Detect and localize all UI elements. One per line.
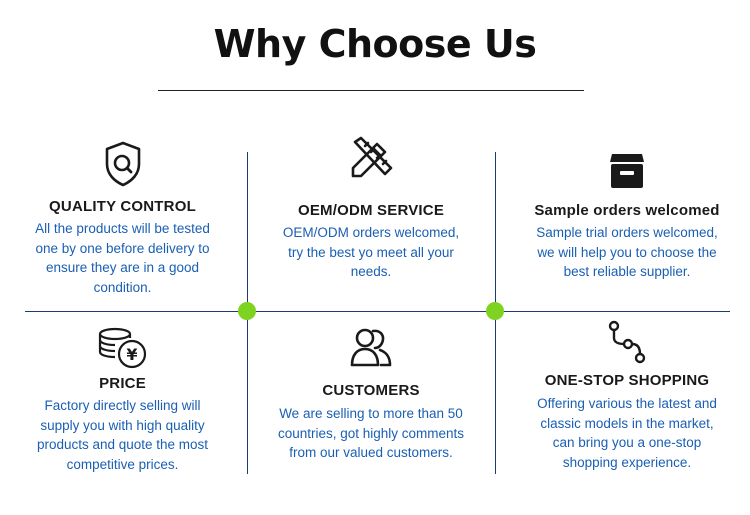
svg-text:¥: ¥ [126, 345, 137, 364]
users-icon [350, 328, 392, 367]
grid-junction-dot-right [486, 302, 504, 320]
archive-box-icon [610, 154, 644, 188]
feature-customers: CUSTOMERS We are selling to more than 50… [258, 326, 484, 463]
route-icon [608, 320, 646, 364]
feature-title: OEM/ODM SERVICE [297, 202, 445, 219]
title-divider [158, 90, 584, 91]
feature-description: Factory directly selling will supply you… [36, 398, 209, 472]
feature-oem-odm-service: OEM/ODM SERVICE OEM/ODM orders welcomed,… [258, 134, 484, 282]
feature-price: ¥ PRICE Factory directly selling will su… [10, 327, 235, 474]
feature-one-stop-shopping: ONE-STOP SHOPPING Offering various the l… [512, 318, 742, 472]
feature-title: Sample orders welcomed [534, 202, 720, 219]
feature-description: Sample trial orders welcomed, we will he… [536, 225, 718, 279]
grid-horizontal-line [25, 311, 730, 312]
feature-quality-control: QUALITY CONTROL All the products will be… [10, 140, 235, 297]
pencil-ruler-icon [351, 136, 393, 178]
feature-title: ONE-STOP SHOPPING [544, 372, 710, 389]
coins-yen-icon: ¥ [98, 327, 146, 369]
grid-junction-dot-left [238, 302, 256, 320]
feature-title: QUALITY CONTROL [49, 198, 196, 215]
feature-title: PRICE [99, 375, 146, 392]
feature-description: OEM/ODM orders welcomed, try the best yo… [282, 225, 460, 279]
feature-description: We are selling to more than 50 countries… [277, 406, 465, 460]
page-title: Why Choose Us [213, 22, 537, 66]
feature-description: Offering various the latest and classic … [537, 396, 717, 470]
feature-description: All the products will be tested one by o… [35, 221, 210, 295]
feature-sample-orders: Sample orders welcomed Sample trial orde… [512, 150, 742, 282]
shield-search-icon [105, 141, 140, 187]
feature-title: CUSTOMERS [322, 382, 420, 399]
